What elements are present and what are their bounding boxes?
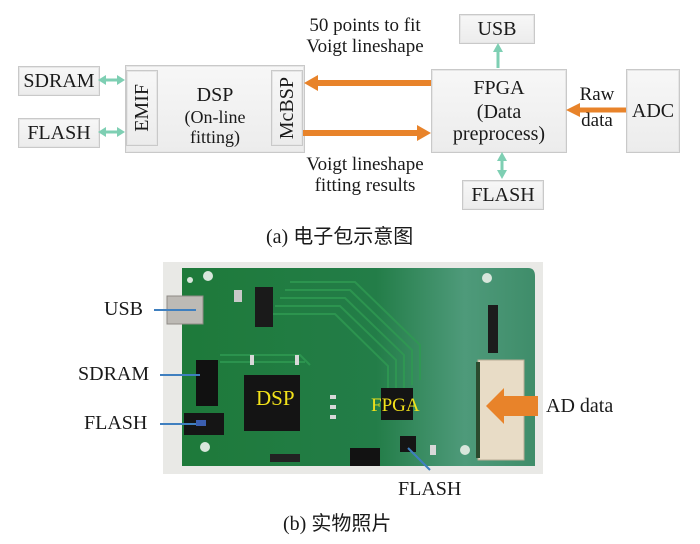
fpga-to-usb-arrow [493, 43, 503, 68]
sdram-emif-bus-arrow [98, 75, 125, 85]
photo-label-flash-bottom: FLASH [398, 478, 462, 500]
flash-emif-bus-arrow [98, 127, 125, 137]
pin-header-right [488, 305, 498, 353]
bottom-arrow-label-line1: Voigt lineshape [306, 154, 424, 175]
jtag-header [350, 448, 380, 466]
fpga-title: FPGA [473, 77, 525, 99]
fpga-chip [381, 388, 413, 420]
mount-hole [482, 273, 492, 283]
flash-chip-bottom [400, 436, 416, 452]
usb-label: USB [477, 18, 517, 40]
photo-pointer-lines [154, 309, 431, 471]
bottom-arrow-label: Voigt lineshape fitting results [300, 154, 430, 197]
sdram-chip [196, 360, 218, 406]
adc-label: ADC [631, 100, 675, 122]
emif-block: EMIF [126, 70, 158, 146]
pin-header-bottom [270, 454, 300, 462]
usb-block: USB [459, 14, 535, 44]
fpga-to-dsp-arrow [304, 75, 431, 91]
mount-hole [187, 277, 193, 283]
fpga-chip-label: FPGA [371, 395, 420, 416]
flash-block-left: FLASH [18, 118, 100, 148]
photo-label-flash-left: FLASH [84, 412, 148, 434]
dsp-to-fpga-arrow [303, 125, 431, 141]
raw-data-label-line1: Raw [579, 84, 615, 105]
top-arrow-label-line1: 50 points to fit [309, 15, 421, 36]
dsp-chip [244, 375, 300, 431]
mount-hole [203, 271, 213, 281]
photo-label-usb: USB [104, 298, 143, 320]
top-arrow-label: 50 points to fit Voigt lineshape [300, 15, 430, 58]
pcb-traces [220, 281, 421, 395]
dsp-title: DSP [196, 84, 234, 106]
sdram-label: SDRAM [23, 70, 95, 92]
fpga-subtitle: (Data preprocess) [452, 101, 546, 145]
mount-hole [200, 442, 210, 452]
flash-block-bottom: FLASH [462, 180, 544, 210]
mcbsp-block: McBSP [271, 70, 303, 146]
adc-block: ADC [626, 69, 680, 153]
passive-components [250, 355, 436, 455]
photo-label-sdram: SDRAM [78, 363, 150, 385]
fpga-block: FPGA (Data preprocess) [431, 69, 567, 153]
caption-a: (a) 电子包示意图 [266, 226, 414, 248]
photo-label-ad-data: AD data [546, 395, 614, 417]
mount-hole [460, 445, 470, 455]
sdram-block: SDRAM [18, 66, 100, 96]
raw-data-label: Raw data [572, 82, 622, 133]
flash-label-bottom: FLASH [471, 184, 535, 206]
flash-bottom-pointer [407, 447, 431, 471]
usb-controller-chip [255, 287, 273, 327]
adc-to-fpga-arrow [566, 103, 626, 117]
ad-data-arrow [486, 388, 538, 424]
flash-label-left: FLASH [27, 122, 91, 144]
caption-b: (b) 实物照片 [283, 513, 392, 535]
fpga-flash-bus-arrow [497, 152, 507, 179]
top-arrow-label-line2: Voigt lineshape [306, 35, 424, 57]
dsp-subtitle: (On-line fitting) [184, 107, 246, 147]
dsp-chip-label: DSP [256, 386, 295, 410]
raw-data-label-line2: data [581, 109, 613, 131]
bottom-arrow-label-line2: fitting results [314, 174, 416, 196]
